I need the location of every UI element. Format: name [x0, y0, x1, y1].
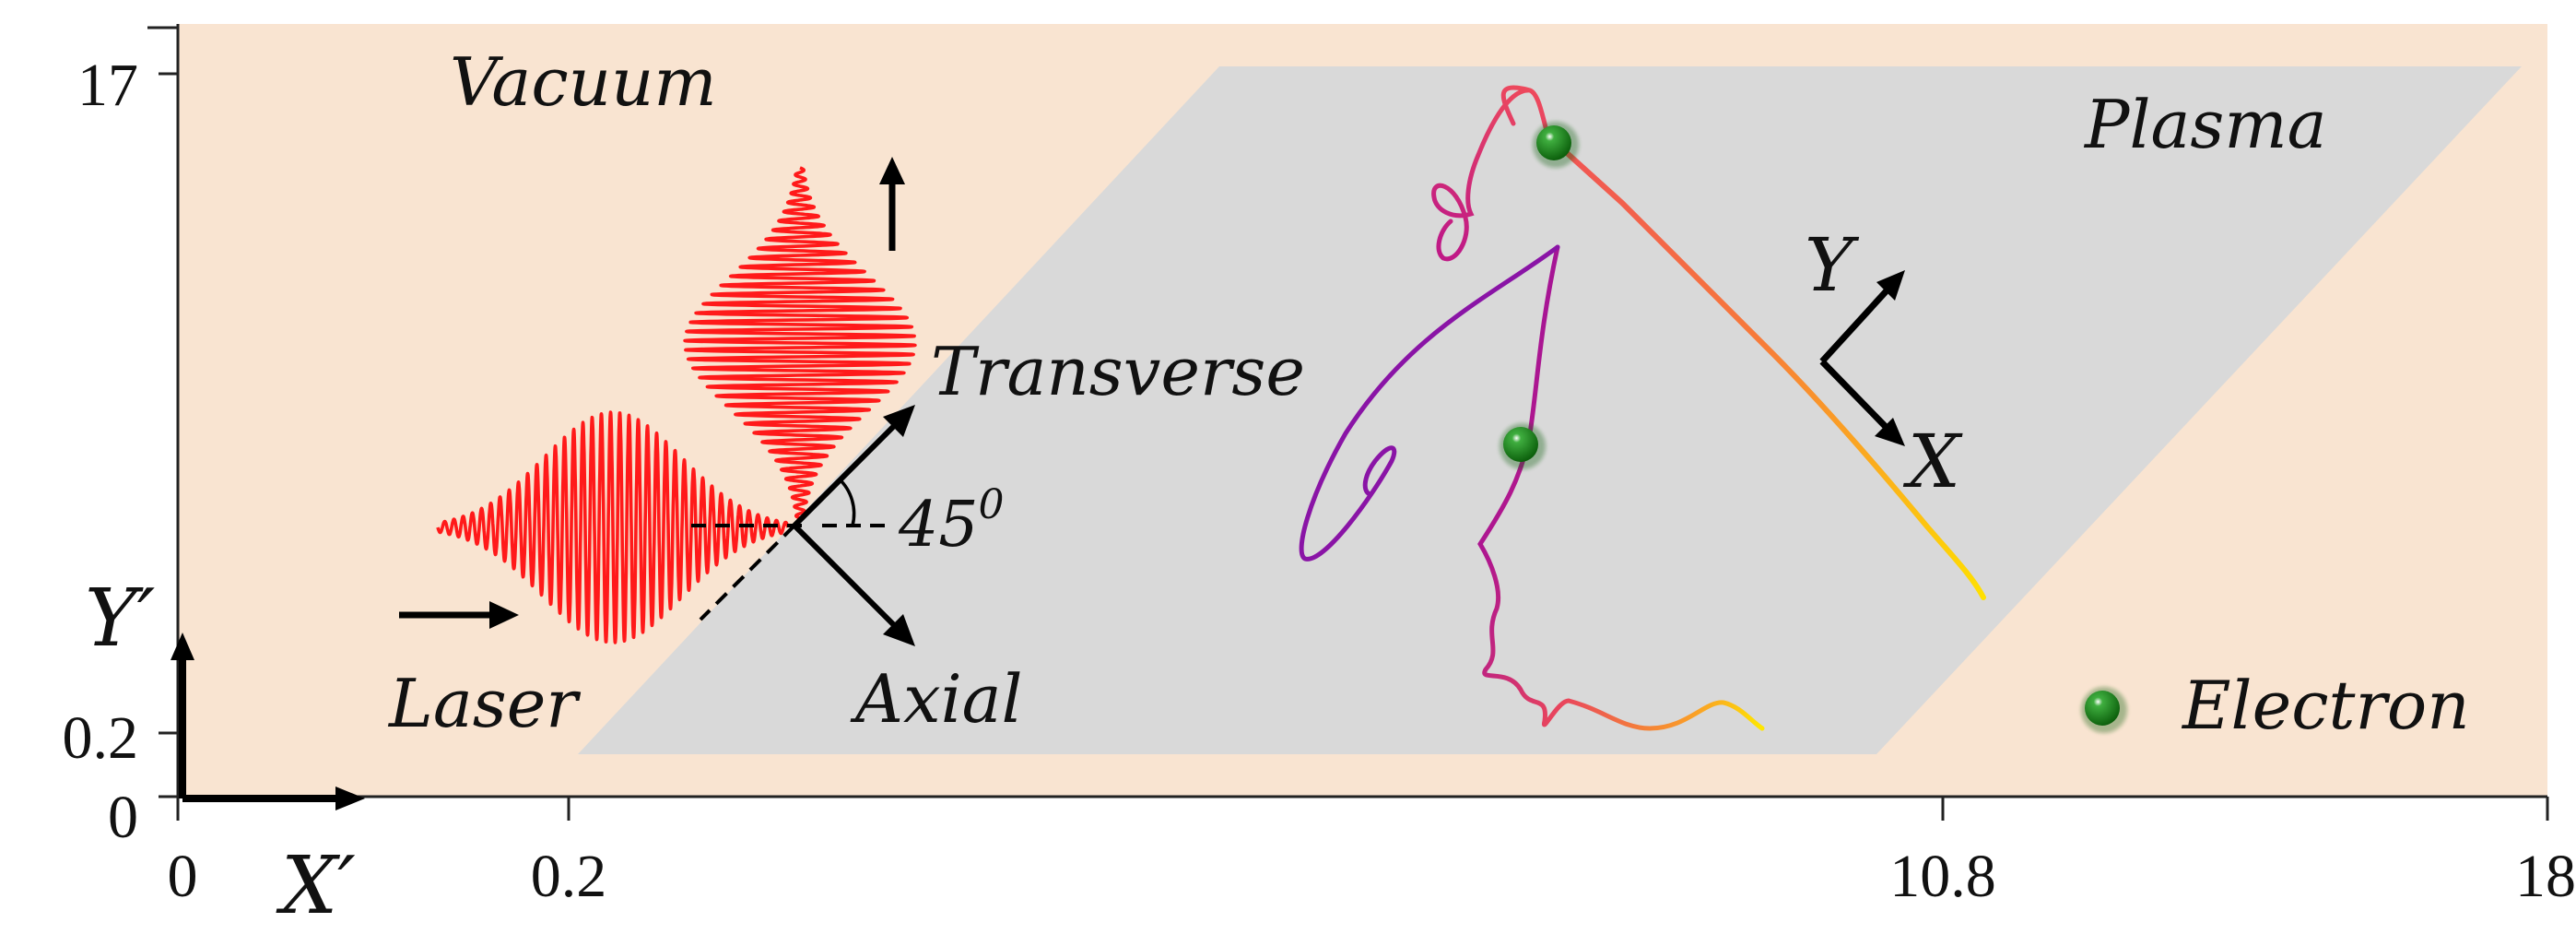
x-tick-18: 18 — [2515, 843, 2576, 910]
lab-x-label: X′ — [276, 840, 356, 932]
lab-y-letter: Y — [85, 573, 144, 665]
plasma-label: Plasma — [2083, 86, 2327, 163]
laser-pulse-incident — [436, 410, 790, 644]
x-tick-0: 0 — [168, 843, 198, 910]
trajectory-b-spiral — [1299, 244, 1560, 562]
lab-x-prime: ′ — [337, 840, 356, 932]
electron-legend-marker — [2081, 687, 2127, 733]
frame-x-label: X — [1902, 419, 1963, 504]
electron-marker-middle — [1500, 423, 1546, 469]
lab-x-letter: X — [276, 840, 341, 932]
axial-label: Axial — [850, 660, 1023, 738]
transverse-arrow — [792, 405, 915, 528]
frame-y-label: Y — [1805, 222, 1860, 308]
angle-superscript: 0 — [979, 481, 1005, 528]
plasma-region — [578, 66, 2522, 754]
y-tick-0.2: 0.2 — [63, 704, 139, 772]
y-tick-0: 0 — [108, 784, 138, 851]
laser-label: Laser — [387, 665, 581, 742]
trajectory-a — [1553, 140, 1986, 600]
y-tick-17: 17 — [77, 52, 138, 119]
laser-pulse-reflected — [683, 166, 917, 520]
x-tick-10.8: 10.8 — [1889, 843, 1996, 910]
electron-marker-upper — [1533, 122, 1579, 168]
transverse-label: Transverse — [931, 333, 1305, 410]
angle-label: 450 — [898, 481, 1005, 562]
trajectory-upper-loop — [1431, 85, 1549, 262]
laser-direction-arrow — [399, 601, 519, 629]
axes — [147, 24, 2549, 821]
angle-value: 45 — [898, 489, 979, 562]
x-tick-0.2: 0.2 — [531, 843, 607, 910]
frame-arrows — [1819, 270, 1905, 446]
axial-arrow — [792, 523, 915, 646]
lab-frame-arrows — [171, 633, 365, 810]
vacuum-label: Vacuum — [450, 43, 717, 121]
electron-legend-label: Electron — [2181, 667, 2470, 744]
incidence-geometry — [691, 477, 885, 621]
lab-y-label: Y′ — [85, 573, 155, 665]
lab-y-prime: ′ — [137, 573, 156, 665]
reflected-direction-arrow — [879, 157, 905, 251]
